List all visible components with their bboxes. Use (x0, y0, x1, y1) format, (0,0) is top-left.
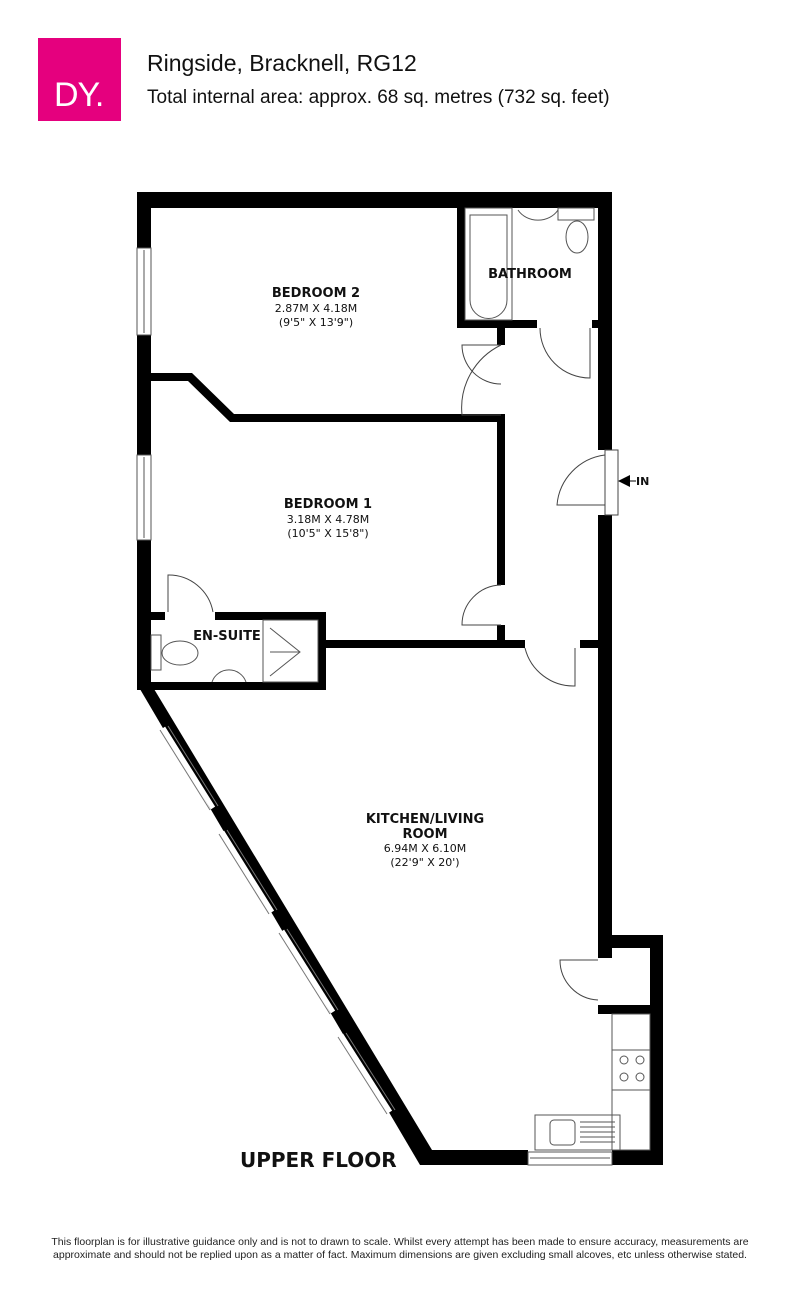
basin (517, 209, 559, 221)
hob (611, 1049, 651, 1091)
floor-label: UPPER FLOOR (240, 1148, 397, 1172)
disclaimer: This floorplan is for illustrative guida… (51, 1236, 749, 1261)
fixtures (150, 207, 651, 1151)
kitchen-label-line1: KITCHEN/LIVING (366, 812, 484, 827)
bedroom2-imperial: (9'5" X 13'9") (279, 316, 353, 329)
windows (136, 247, 613, 1166)
logo-text: DY. (54, 76, 104, 114)
toilet (565, 220, 589, 254)
entrance-label: IN (636, 475, 649, 488)
bedroom2-metric: 2.87M X 4.18M (275, 302, 358, 315)
kitchen-metric: 6.94M X 6.10M (384, 842, 467, 855)
bedroom2-label: BEDROOM 2 (272, 286, 360, 301)
diagonal-window-frames (159, 725, 396, 1115)
bedroom1-imperial: (10'5" X 15'8") (287, 527, 368, 540)
bathroom-label: BATHROOM (488, 267, 572, 282)
kitchen-worktop (611, 1013, 651, 1151)
bathtub (464, 207, 513, 321)
bedroom1-metric: 3.18M X 4.78M (287, 513, 370, 526)
sink-unit (534, 1114, 621, 1151)
walls (137, 192, 663, 1165)
dy-logo: DY. (38, 38, 121, 121)
entrance-arrow-icon (618, 475, 630, 487)
total-area: Total internal area: approx. 68 sq. metr… (147, 87, 610, 108)
kitchen-label-line2: ROOM (402, 827, 447, 842)
shower (262, 619, 319, 683)
kitchen-imperial: (22'9" X 20') (390, 856, 459, 869)
property-title: Ringside, Bracknell, RG12 (147, 50, 417, 76)
bedroom1-label: BEDROOM 1 (284, 497, 372, 512)
ensuite-label: EN-SUITE (193, 629, 261, 644)
doors (167, 327, 619, 1001)
